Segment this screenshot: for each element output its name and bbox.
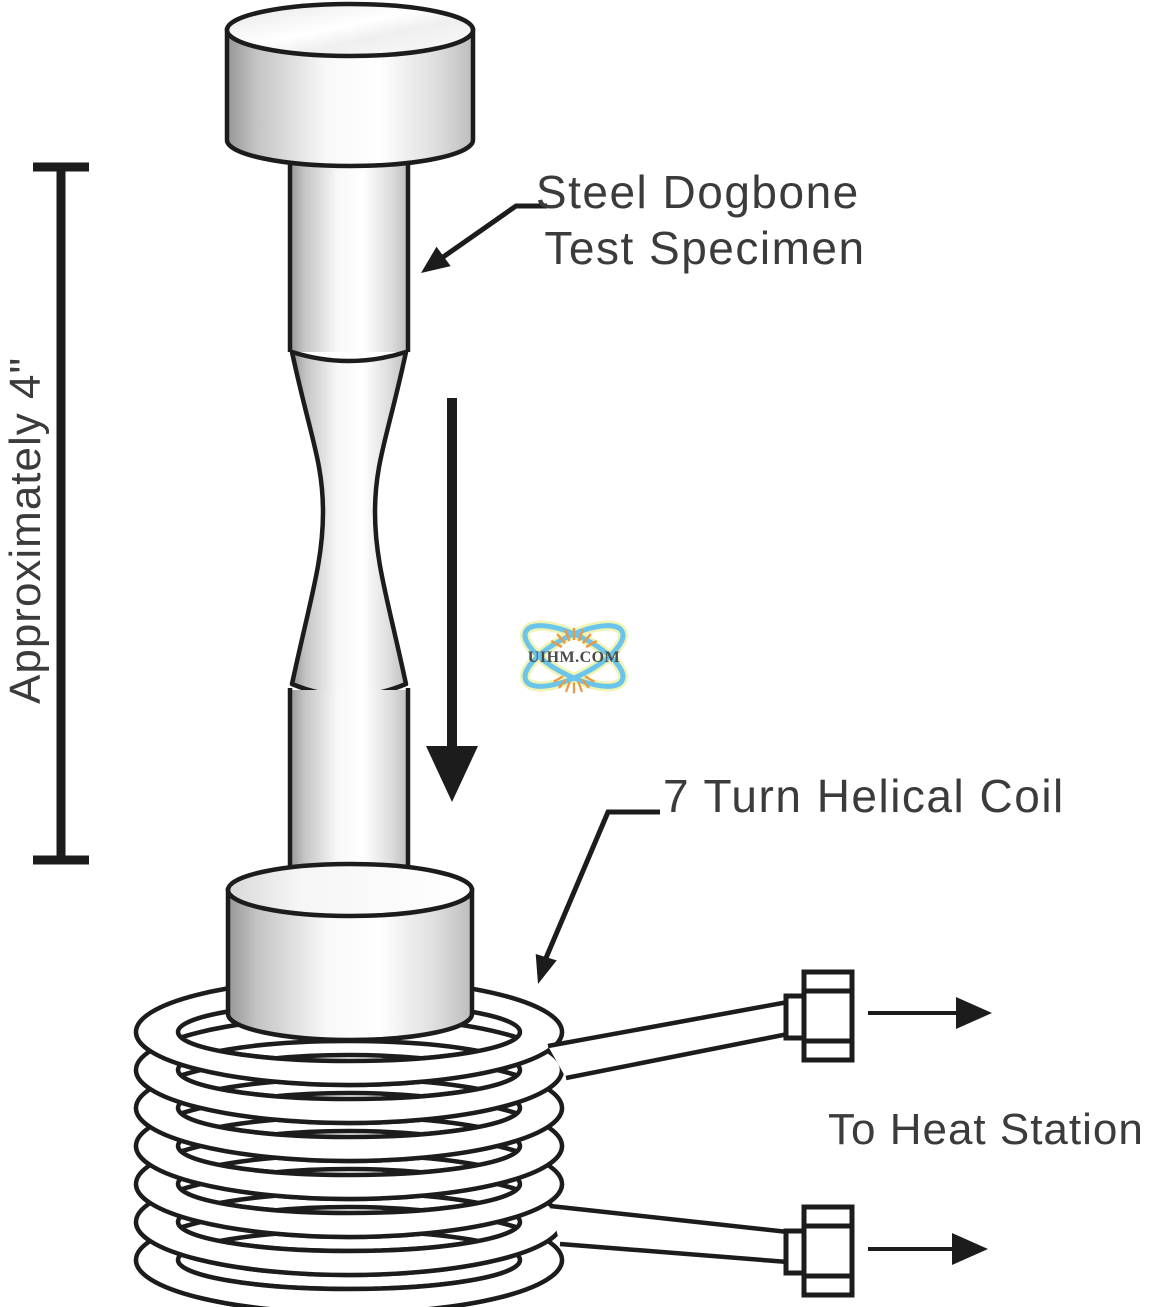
top-cap-face [224,1,476,59]
load-direction-arrow [426,398,478,802]
coil-turn [133,1108,565,1164]
specimen-leader-line [434,203,547,265]
coil-turn [133,1184,565,1240]
bottom-tube-lower-line [559,1241,789,1265]
heat-station-label: To Heat Station [828,1105,1144,1154]
specimen-gauge-section [289,349,409,699]
specimen-leader-head [421,246,451,273]
watermark-ring-1 [522,623,626,689]
top-lead-tube [547,999,789,1081]
top-tube-lower-line [565,1031,789,1081]
dimension-label: Approximately 4" [1,357,50,704]
watermark-logo: UIHM.COM [520,620,628,694]
helical-coil-front [133,1032,565,1307]
specimen-top-cap [224,1,476,169]
coil-turn [133,1032,565,1088]
coil-turn [133,1070,565,1126]
coil-turn [133,1260,565,1307]
top-fitting-body [801,969,855,1063]
coil-turn [133,1222,565,1278]
specimen-label: Steel Dogbone Test Specimen [536,166,874,274]
coil-turn [133,1146,565,1202]
bottom-fitting-collar [783,1228,807,1276]
specimen-bottom-cap [225,861,475,1043]
flow-arrow-top-head [956,997,992,1029]
coil-leader-arrow [535,809,660,984]
top-tube-upper-line [547,999,789,1049]
watermark-ring-2 [522,623,626,689]
coil-leader-head [535,954,557,984]
bottom-cap-body [225,887,475,1043]
flow-arrow-bottom-head [952,1233,988,1265]
bottom-tube-fill [550,1206,788,1262]
bottom-fitting [783,1204,855,1298]
load-arrow-head [426,746,478,802]
top-fitting-collar [783,993,807,1041]
specimen-leader-arrow [421,203,547,273]
watermark-rays-bottom [553,675,595,694]
dimension-line [33,162,89,865]
flow-arrow-top [868,997,992,1029]
top-tube-fill [548,1002,788,1078]
watermark-rays-top [551,627,597,648]
top-cap-body [224,27,476,169]
bottom-lead-tube [549,1203,789,1265]
bottom-cap-face [225,861,475,919]
top-fitting [783,969,855,1063]
flow-arrow-bottom [868,1233,988,1265]
watermark-text: UIHM.COM [528,649,620,666]
bottom-fitting-body [801,1204,855,1298]
bottom-tube-upper-line [549,1203,789,1235]
coil-label: 7 Turn Helical Coil [663,770,1065,822]
coil-leader-line [543,809,660,959]
